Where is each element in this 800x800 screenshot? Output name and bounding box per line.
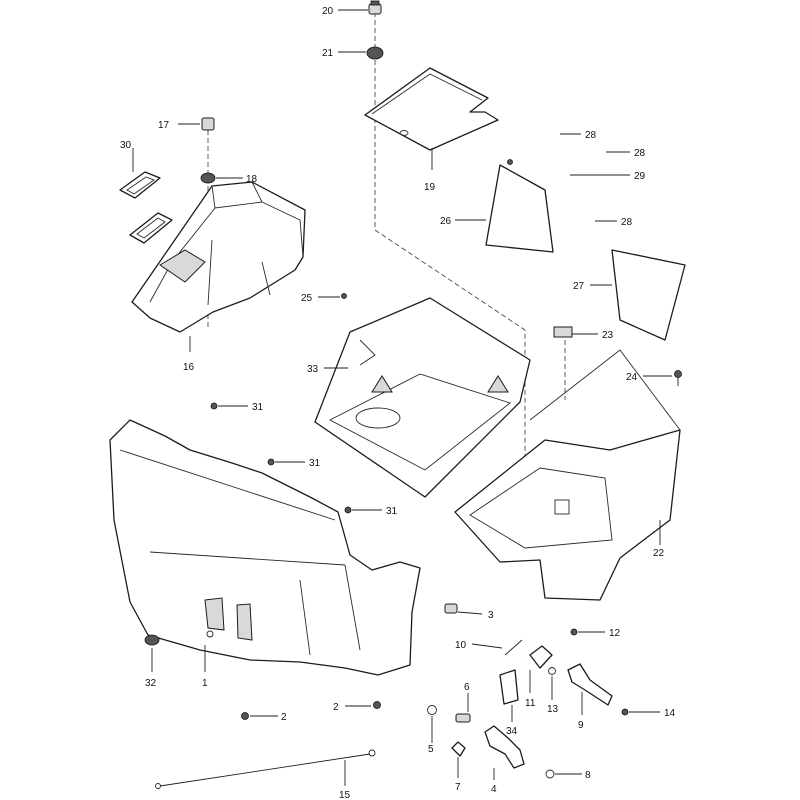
part-24-screw (674, 370, 682, 386)
part-34-bracket (499, 669, 519, 705)
part-33-tray (314, 297, 531, 498)
callout-9: 9 (578, 720, 584, 731)
callout-20: 20 (322, 6, 334, 17)
part-25-screw (341, 293, 347, 299)
part-6-spring (455, 713, 471, 723)
callout-22: 22 (653, 548, 665, 559)
callout-33: 33 (307, 364, 319, 375)
callout-30: 30 (120, 140, 132, 151)
callout-27: 27 (573, 281, 585, 292)
part-21-grommet (366, 46, 384, 60)
callout-1: 1 (202, 678, 208, 689)
part-15-cable (155, 749, 376, 789)
part-22-tub (454, 349, 681, 601)
callout-14: 14 (664, 708, 676, 719)
callout-23: 23 (602, 330, 614, 341)
callout-25: 25 (301, 293, 313, 304)
part-11-bracket (529, 645, 553, 669)
part-18-cap (200, 172, 216, 184)
callout-24: 24 (626, 372, 638, 383)
callout-29: 29 (634, 171, 646, 182)
callout-31-a: 31 (252, 402, 264, 413)
part-8-nut (545, 769, 555, 779)
callout-17: 17 (158, 120, 170, 131)
part-31a-screw (210, 402, 218, 410)
part-7-clip (451, 741, 466, 757)
callout-4: 4 (491, 784, 497, 795)
callout-2-a: 2 (281, 712, 287, 723)
part-23-clip (553, 326, 573, 338)
part-20-bolt (368, 0, 382, 15)
callout-18: 18 (246, 174, 258, 185)
callout-31-b: 31 (309, 458, 321, 469)
callout-10: 10 (455, 640, 467, 651)
part-26-panel (485, 159, 554, 253)
callout-32: 32 (145, 678, 157, 689)
callout-7: 7 (455, 782, 461, 793)
callout-15: 15 (339, 790, 351, 800)
part-4-lever (484, 725, 525, 769)
part-31c-screw (344, 506, 352, 514)
part-13-nut (548, 667, 556, 675)
part-14-screw (621, 708, 629, 716)
callout-8: 8 (585, 770, 591, 781)
callout-26: 26 (440, 216, 452, 227)
callout-21: 21 (322, 48, 334, 59)
callout-11: 11 (525, 698, 536, 709)
callout-2-b: 2 (333, 702, 339, 713)
part-12-screw (570, 628, 578, 636)
callout-28-b: 28 (634, 148, 646, 159)
part-31b-screw (267, 458, 275, 466)
part-30-bezels (119, 171, 173, 244)
callout-28-a: 28 (585, 130, 597, 141)
callouts: 20 21 17 30 18 19 28 28 29 26 28 27 25 2… (120, 6, 676, 800)
part-27-panel (611, 249, 686, 341)
callout-16: 16 (183, 362, 195, 373)
callout-13: 13 (547, 704, 559, 715)
part-5-bolt (427, 705, 437, 715)
part-10-pin (504, 639, 523, 656)
callout-5: 5 (428, 744, 434, 755)
callout-31-c: 31 (386, 506, 398, 517)
part-2a-screw (241, 712, 249, 720)
callout-3: 3 (488, 610, 494, 621)
leader-lines (132, 9, 672, 786)
part-9-lever (567, 663, 613, 706)
callout-34: 34 (506, 726, 518, 737)
part-16-console (131, 181, 306, 333)
callout-6: 6 (464, 682, 470, 693)
callout-12: 12 (609, 628, 621, 639)
callout-19: 19 (424, 182, 436, 193)
part-1-side-cover (109, 419, 421, 676)
part-2b-screw (373, 701, 381, 709)
part-19-cover-plate (364, 67, 499, 151)
part-3-spacer (444, 603, 458, 614)
callout-28-c: 28 (621, 217, 633, 228)
part-17-fastener (201, 117, 215, 131)
part-32-grommet (144, 634, 160, 646)
